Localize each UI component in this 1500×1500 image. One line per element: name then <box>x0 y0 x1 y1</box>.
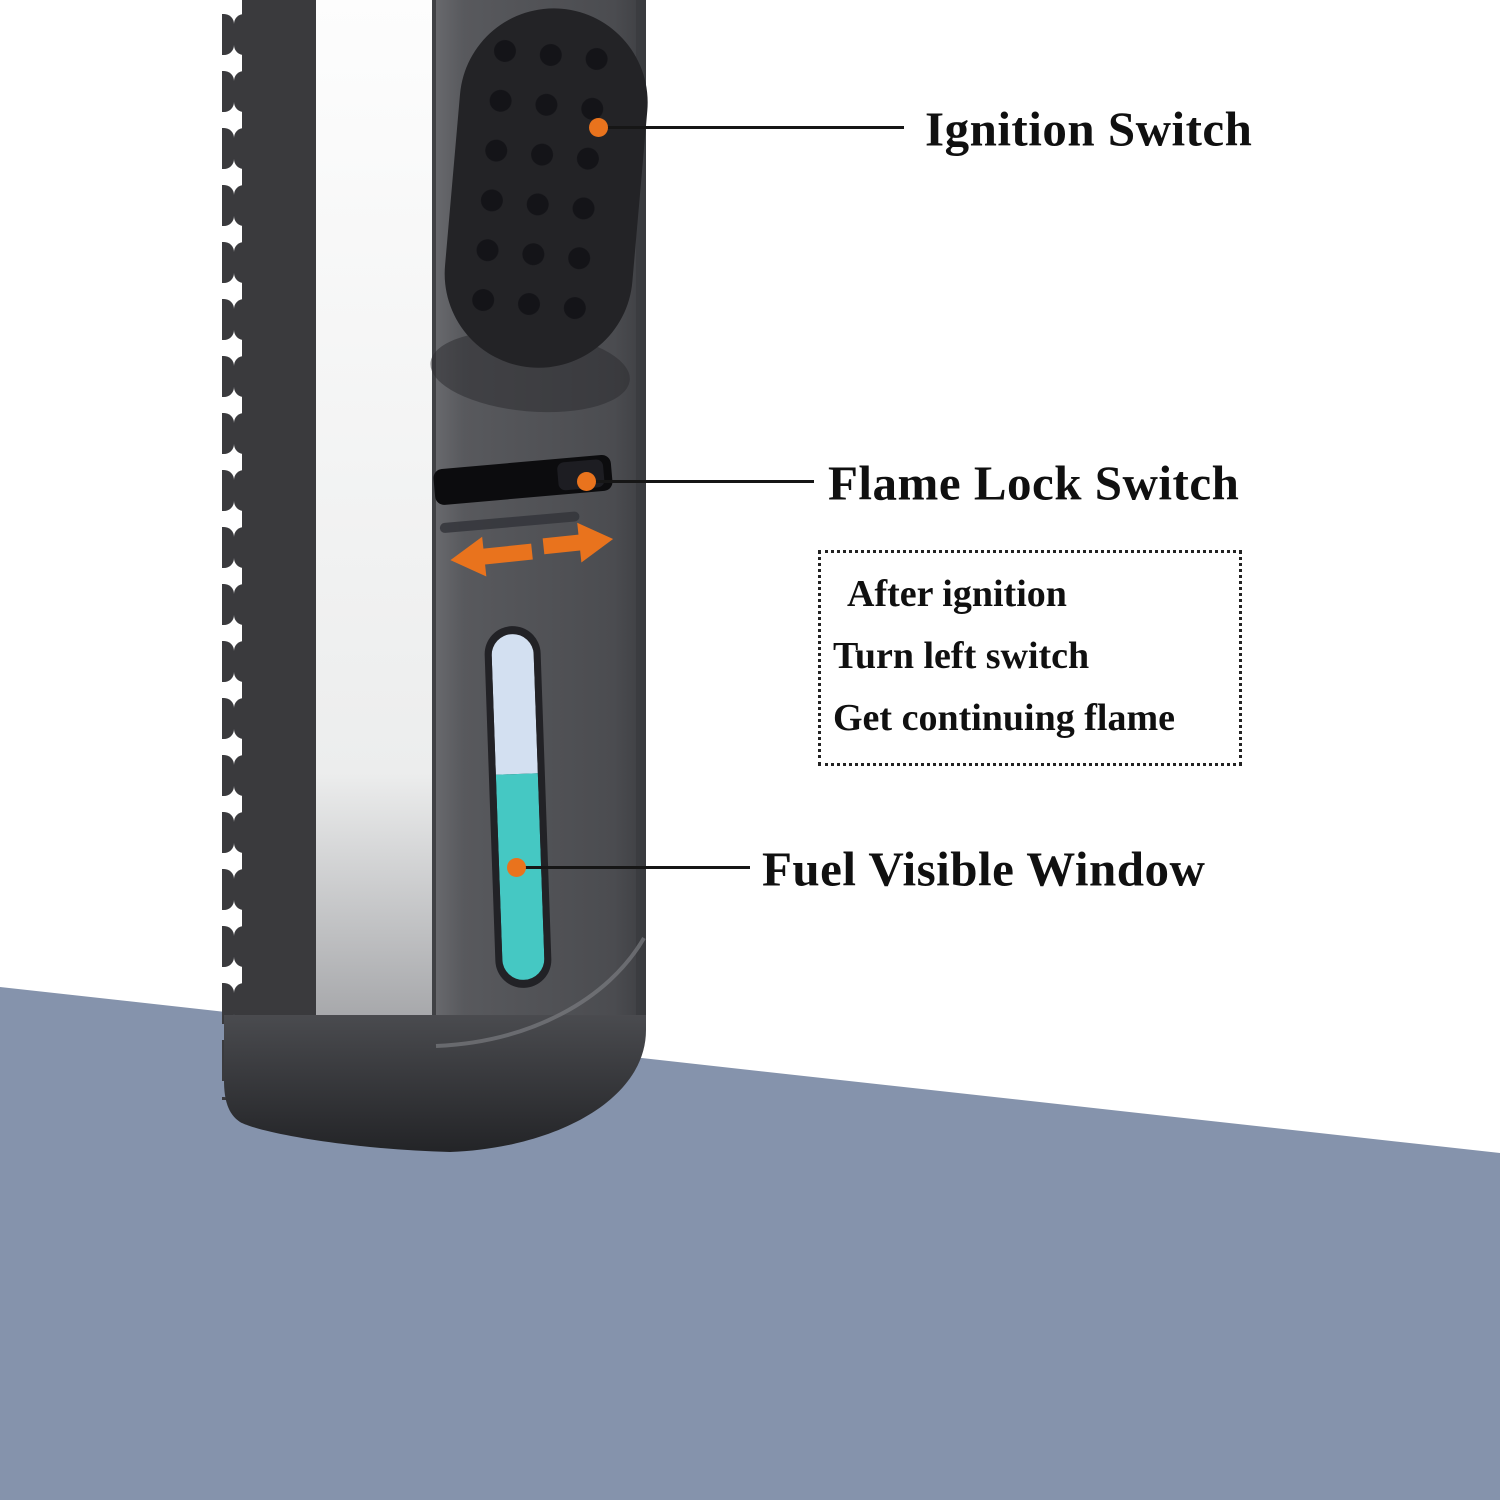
body-seam <box>432 0 436 1030</box>
bottom-curve-highlight <box>435 936 646 1048</box>
slide-left-arrow-icon <box>450 536 533 577</box>
ignition-callout-dot <box>589 118 608 137</box>
body-right-shade <box>636 0 646 1030</box>
ignition-callout-line <box>604 126 904 129</box>
fuel-window-callout-dot <box>507 858 526 877</box>
ignition-grip-dots <box>460 24 632 336</box>
instruction-line: Turn left switch <box>833 635 1090 677</box>
fuel-level-empty <box>490 633 538 775</box>
lighter-bottom <box>224 1015 646 1152</box>
flame-lock-switch-label: Flame Lock Switch <box>828 455 1240 511</box>
fuel-window-label: Fuel Visible Window <box>762 841 1206 897</box>
grip-strip <box>242 0 316 1105</box>
slide-right-arrow-icon <box>542 522 614 563</box>
fuel-level-liquid <box>495 773 546 981</box>
ignition-switch-label: Ignition Switch <box>925 101 1253 157</box>
fuel-window-callout-line <box>522 866 750 869</box>
flame-lock-callout-line <box>592 480 814 483</box>
instruction-line: After ignition <box>847 573 1067 615</box>
instruction-line: Get continuing flame <box>833 697 1175 739</box>
body-highlight <box>316 0 432 1105</box>
ignition-switch-button <box>430 8 648 413</box>
fuel-window <box>484 626 552 988</box>
flame-lock-callout-dot <box>577 472 596 491</box>
flame-lock-groove <box>439 511 580 533</box>
flame-lock-instructions-box: After ignition Turn left switch Get cont… <box>818 550 1242 766</box>
